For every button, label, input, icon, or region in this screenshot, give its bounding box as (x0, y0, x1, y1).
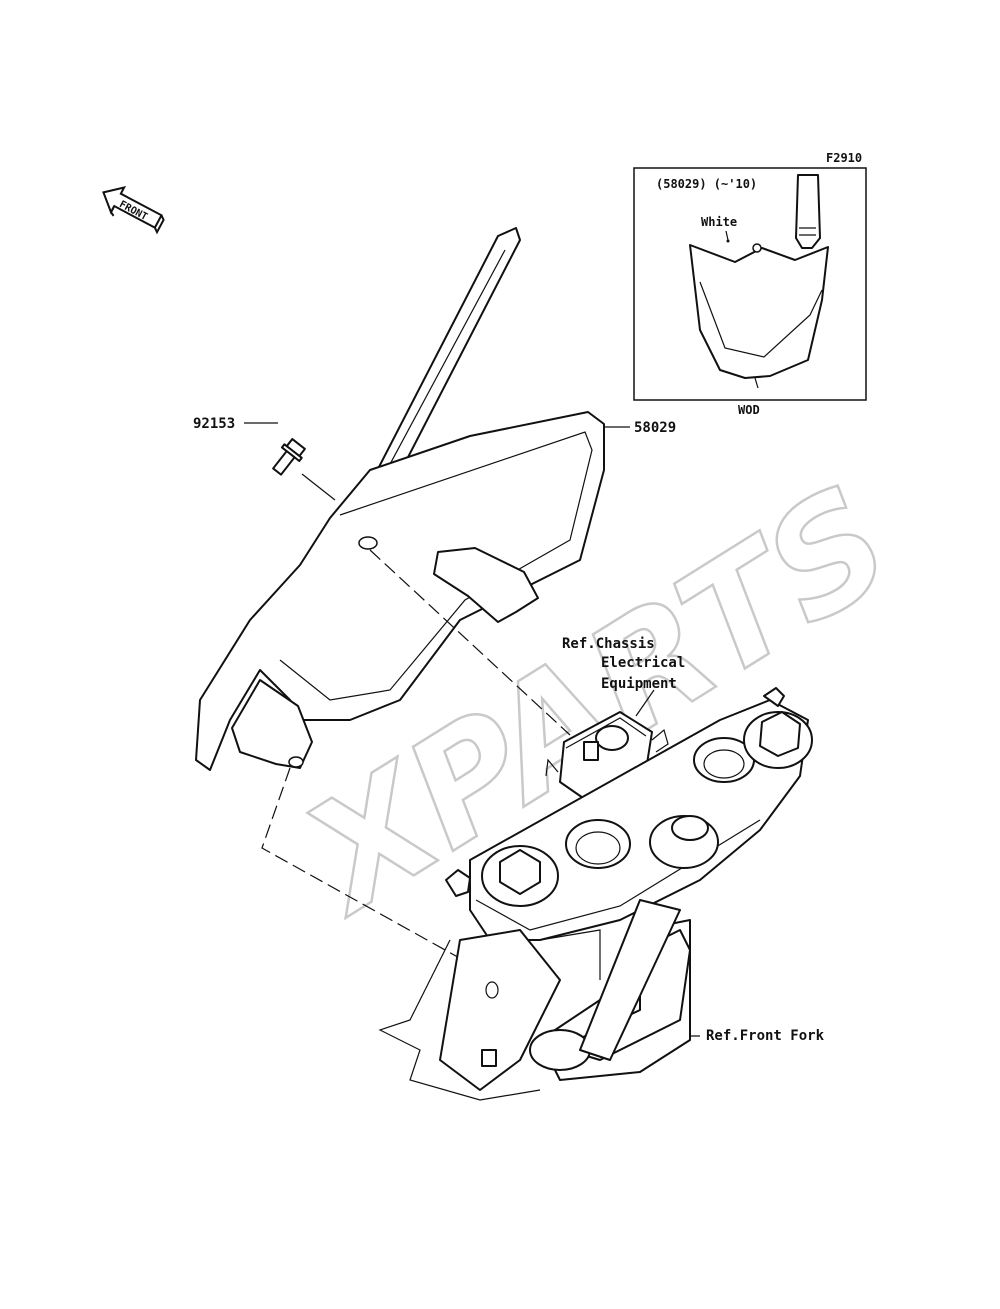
front-arrow-icon: FRONT (102, 186, 165, 235)
assembly-line-lower (261, 767, 491, 976)
chassis-callout-line (635, 689, 655, 717)
inset-panel: (58029) (~'10) White WOD (633, 167, 867, 417)
inset-color-callout: White (701, 215, 737, 229)
triple-clamp (378, 687, 813, 1101)
figure-code: F2910 (826, 151, 862, 165)
callout-front-fork: Ref.Front Fork (706, 1028, 825, 1044)
inset-variant-label: WOD (738, 403, 760, 417)
callout-92153: 92153 (193, 416, 235, 432)
inset-part-ref: (58029) (~'10) (656, 177, 757, 191)
bolt-icon (272, 438, 306, 476)
callout-chassis-line1: Ref.Chassis (562, 636, 655, 652)
callout-chassis-line2: Electrical (601, 655, 685, 671)
callout-58029: 58029 (634, 420, 676, 436)
number-plate (195, 227, 605, 771)
assembly-line-plate (369, 549, 571, 736)
bolt-leader-line (301, 473, 336, 501)
callout-chassis-line3: Equipment (601, 676, 677, 692)
